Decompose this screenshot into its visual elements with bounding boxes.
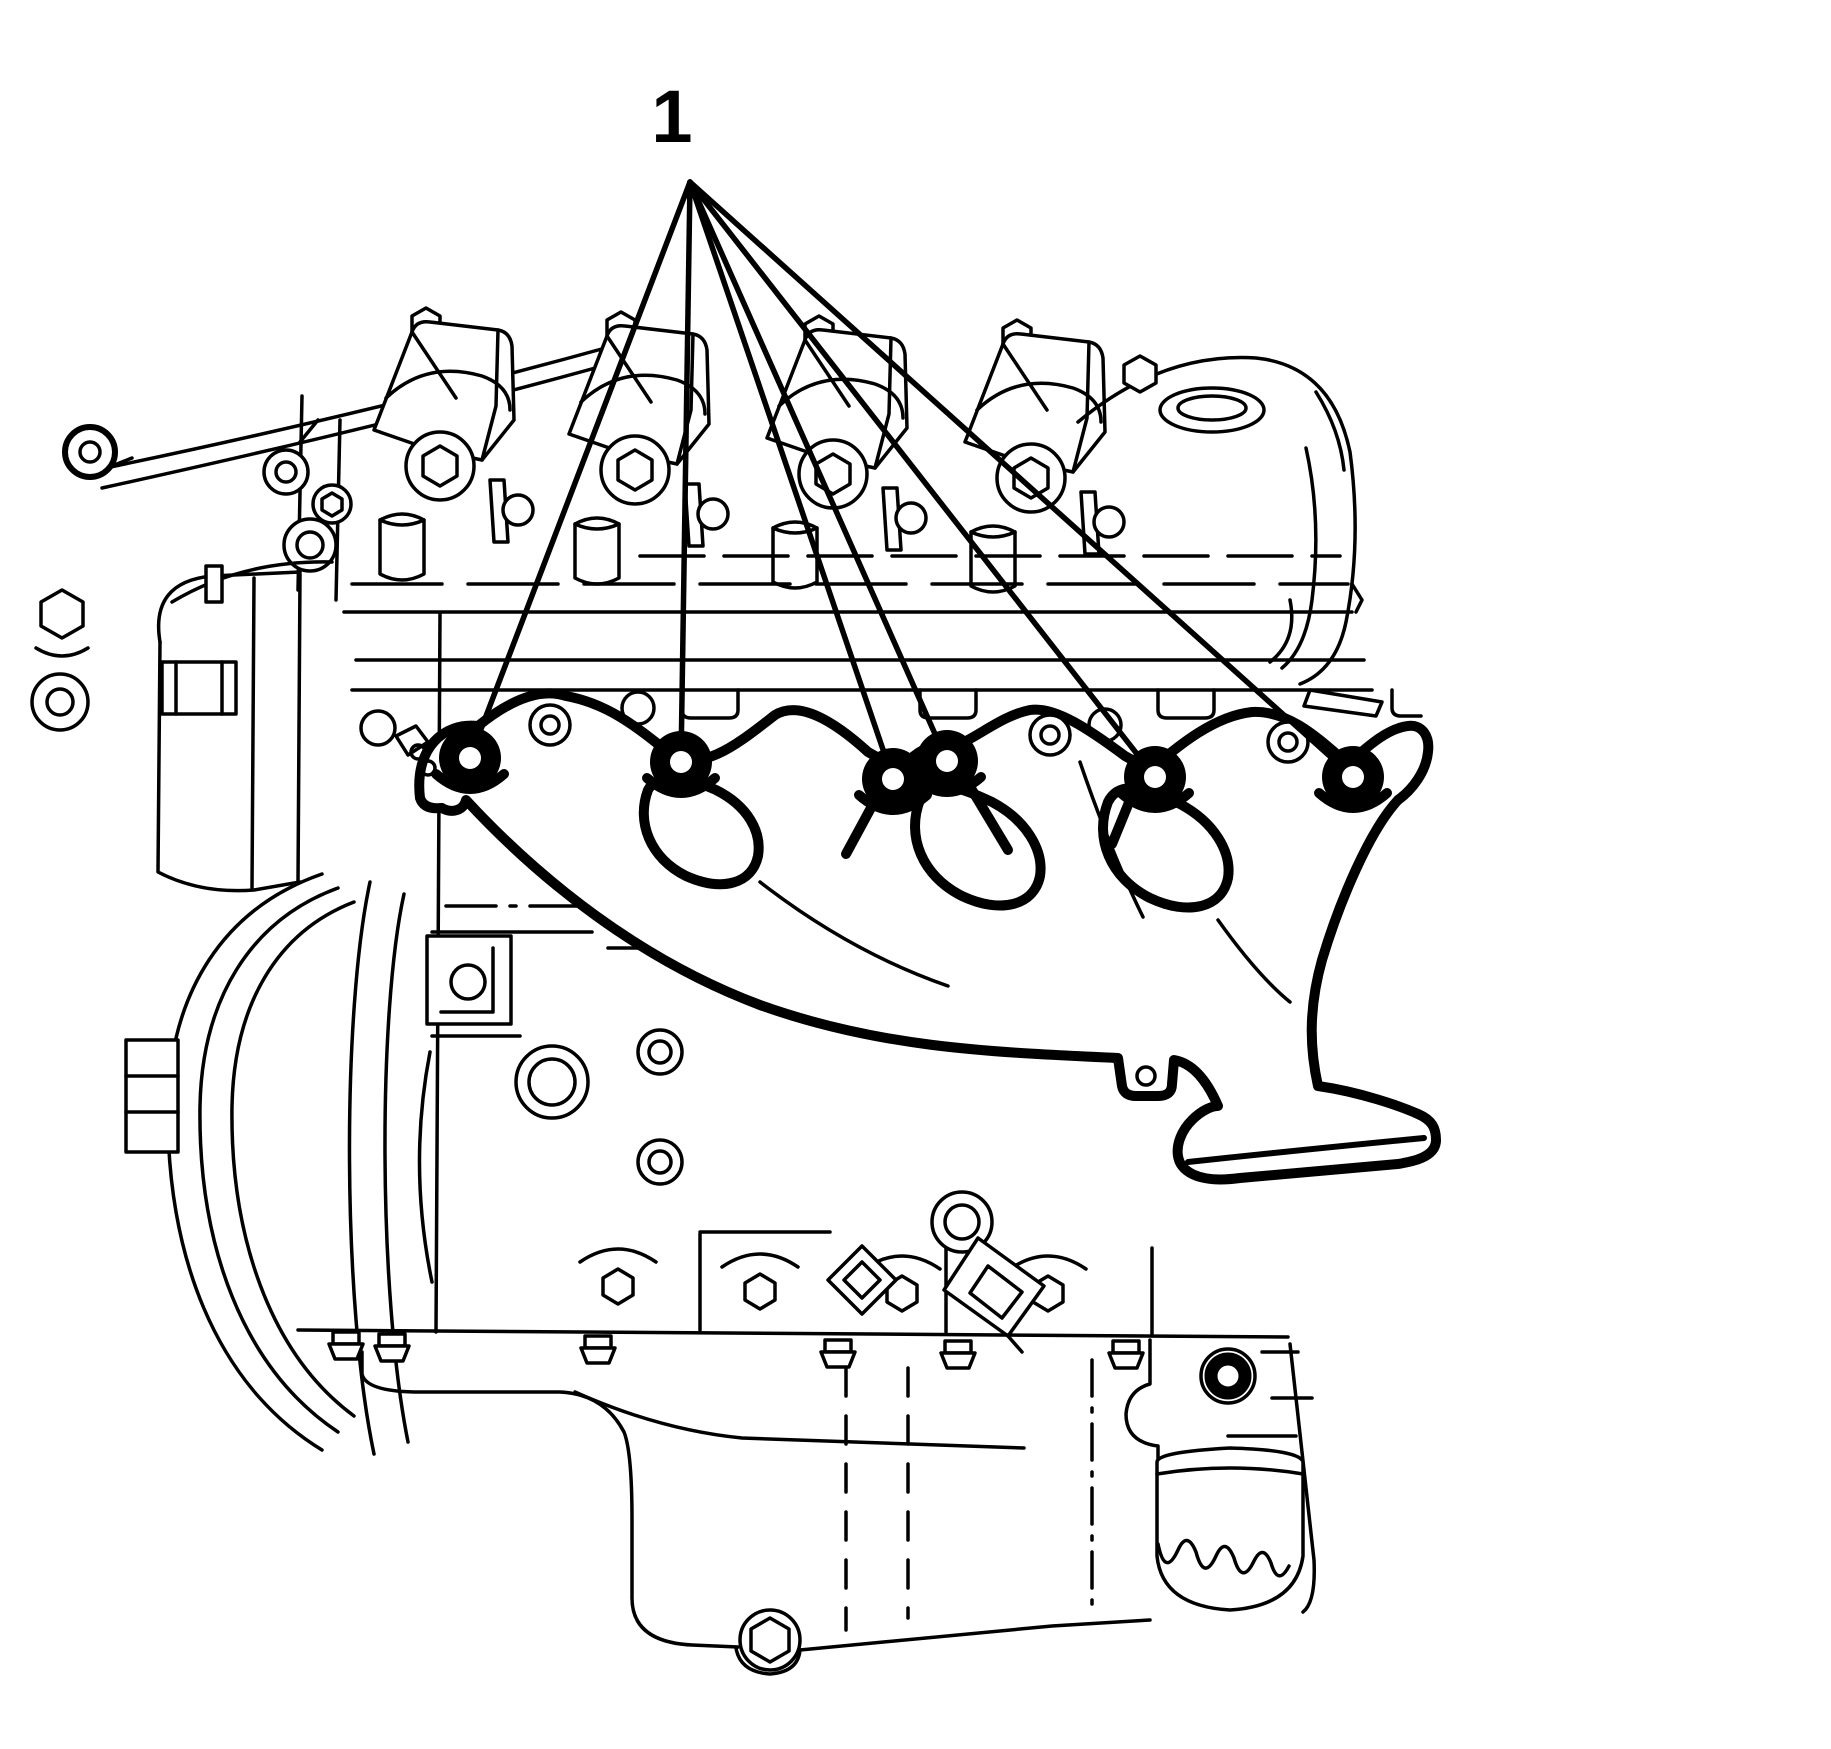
cover-bolt — [1122, 354, 1158, 394]
sensor-clip — [394, 724, 437, 777]
manifold-bolt-2 — [642, 731, 720, 798]
engine-block — [359, 612, 1154, 1354]
oil-pan — [296, 1328, 1317, 1676]
manifold-bolt-5 — [1116, 746, 1194, 813]
valve-cover-end-cap — [1076, 354, 1384, 718]
leader-line-manifold-bolt-2 — [678, 179, 693, 765]
manifold-bolt-1 — [431, 727, 509, 794]
oil-filter-body — [1155, 1446, 1305, 1612]
dipstick-handle — [62, 424, 118, 480]
leader-lines — [467, 179, 1356, 782]
crank-pulley — [166, 872, 434, 1456]
leader-line-manifold-bolt-6 — [687, 179, 1356, 780]
engine-mount-bracket — [124, 1038, 180, 1154]
block-sensor-diamond — [826, 1244, 898, 1316]
manifold-bolts — [431, 727, 1392, 815]
callout-label-1: 1 — [651, 75, 692, 158]
manifold-bolt-4 — [908, 730, 986, 797]
freeze-plug — [514, 1044, 590, 1120]
oil-filter — [1124, 1338, 1314, 1612]
manifold-bolt-3 — [854, 748, 932, 815]
leader-line-manifold-bolt-3 — [687, 179, 896, 782]
leader-line-manifold-bolt-5 — [687, 179, 1158, 780]
front-accessory-cluster — [30, 560, 334, 893]
leader-line-manifold-bolt-4 — [687, 179, 950, 764]
leader-line-manifold-bolt-1 — [467, 179, 693, 761]
engine-linework — [30, 306, 1423, 1676]
dipstick-tube — [62, 342, 626, 490]
manifold-bolt-6 — [1314, 746, 1392, 813]
cylinder-head-left-face — [262, 394, 353, 602]
manifold-details — [758, 760, 1427, 1165]
bracket-bolt — [39, 588, 85, 640]
